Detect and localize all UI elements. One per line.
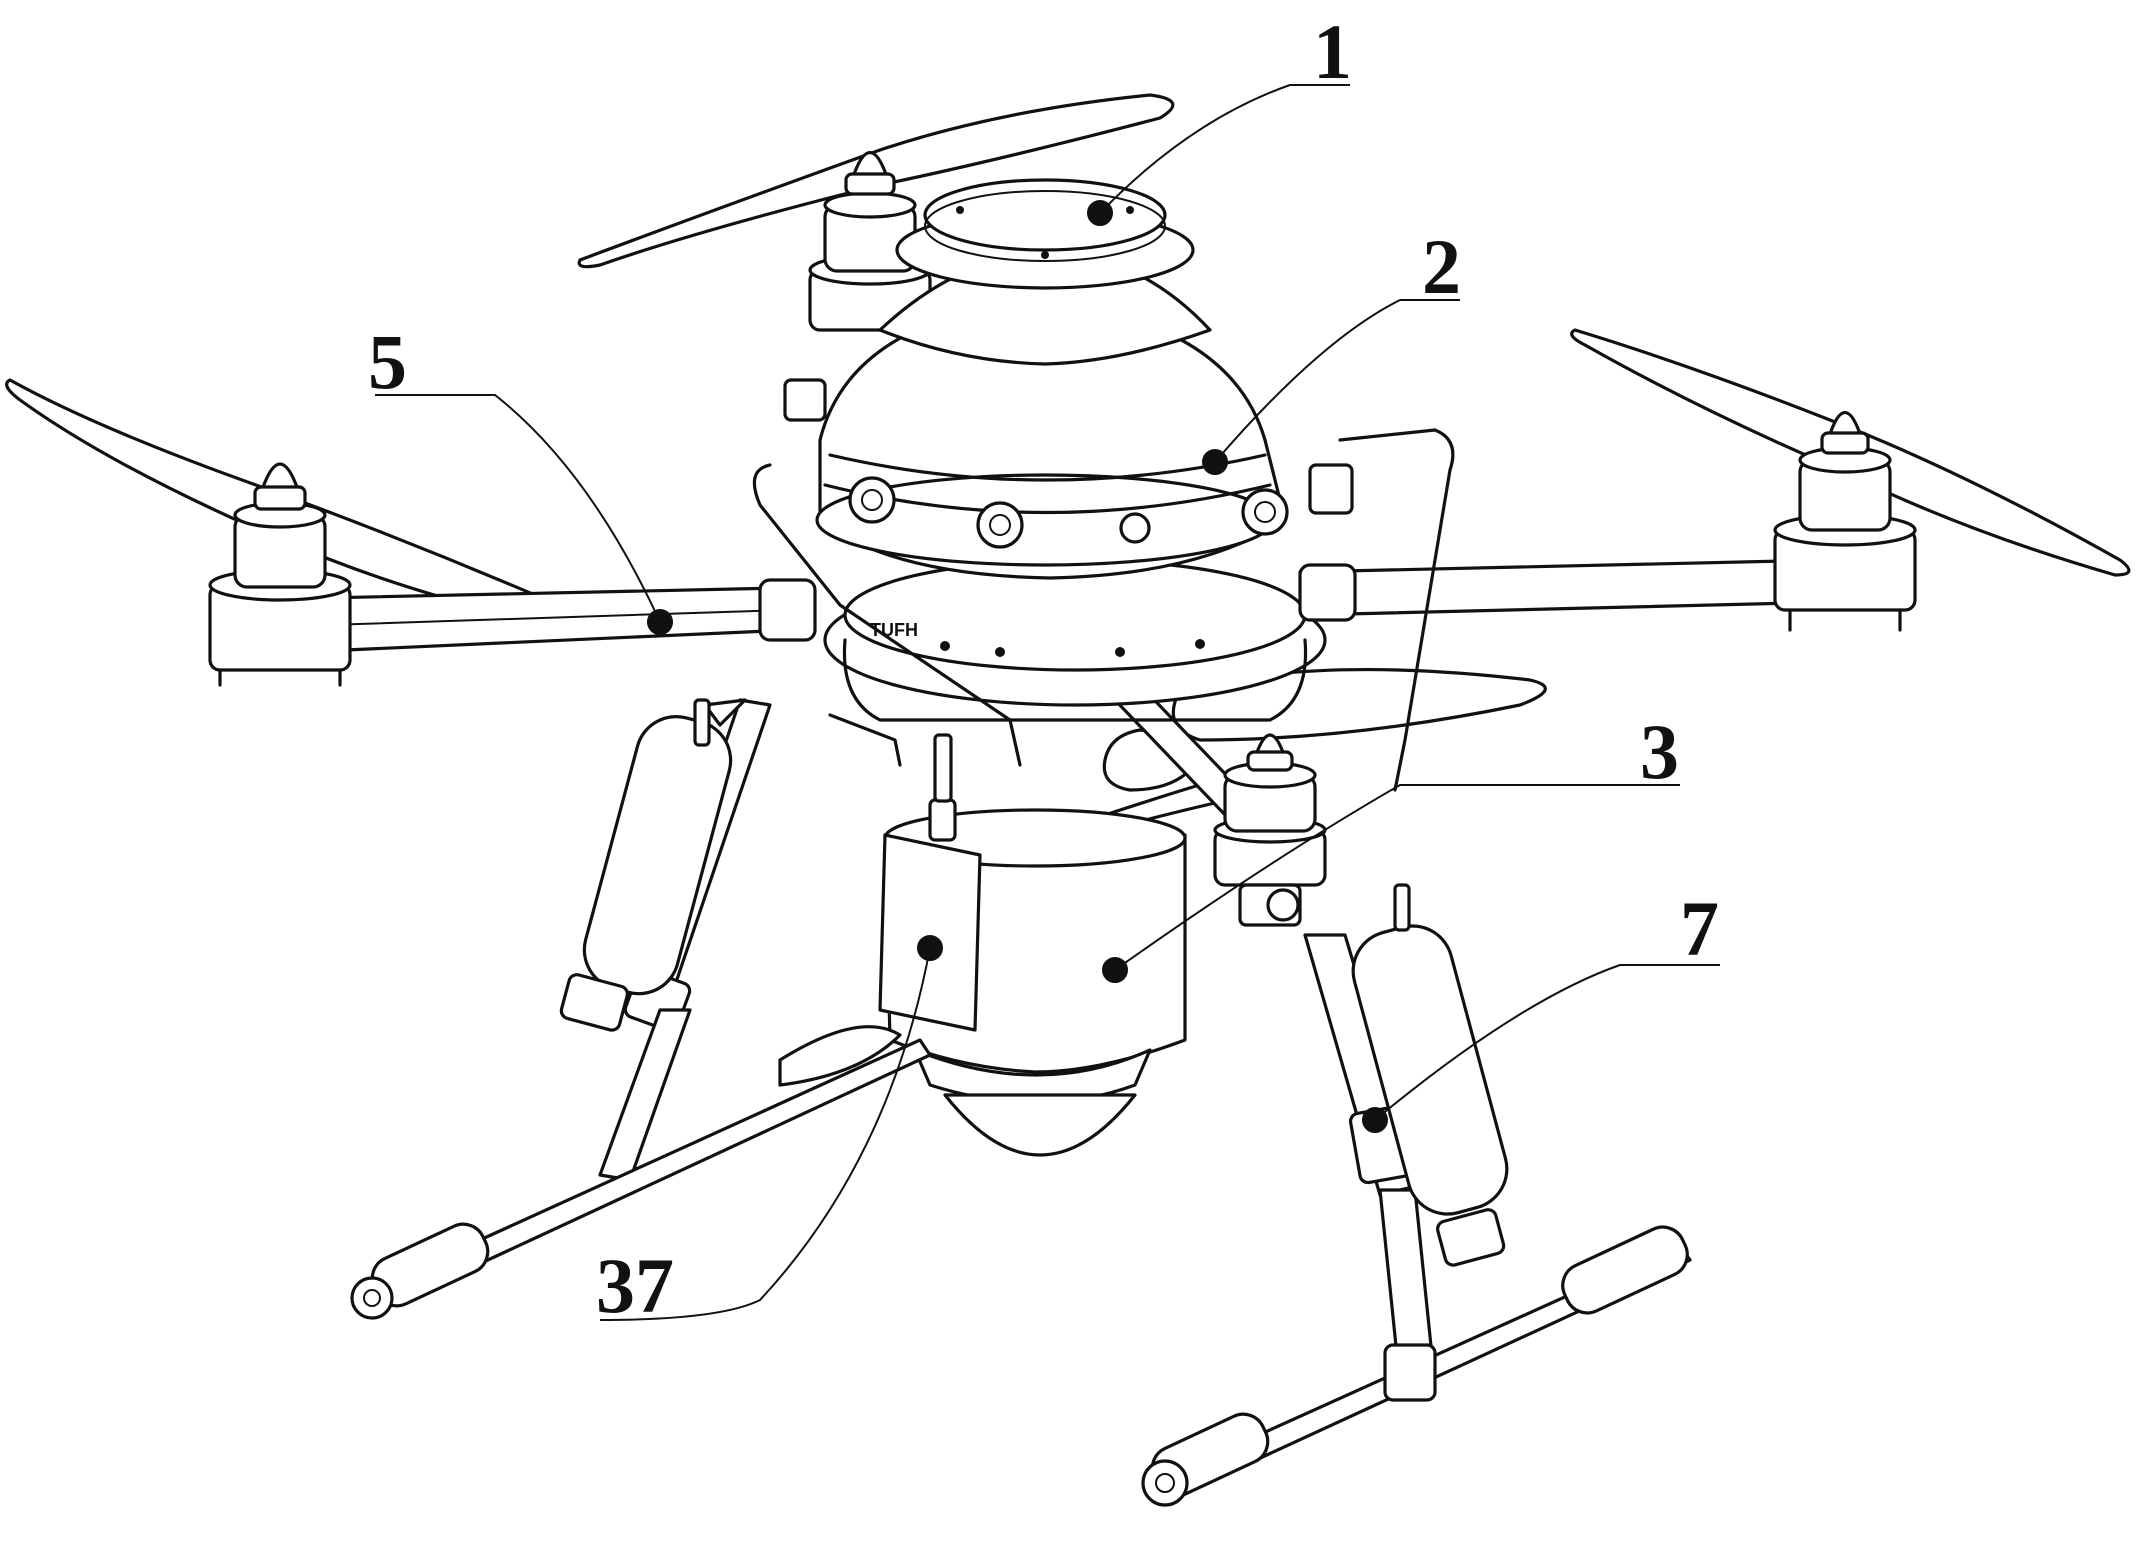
motor-front: [1215, 735, 1325, 925]
battery-module: [880, 735, 980, 1030]
arm-right: [1300, 560, 1835, 615]
callout-5: 5: [368, 318, 407, 405]
callout-37: 37: [596, 1242, 674, 1329]
callout-2: 2: [1422, 223, 1461, 310]
callout-7: 7: [1680, 885, 1719, 972]
callout-3: 3: [1640, 708, 1679, 795]
callout-1: 1: [1313, 8, 1352, 95]
